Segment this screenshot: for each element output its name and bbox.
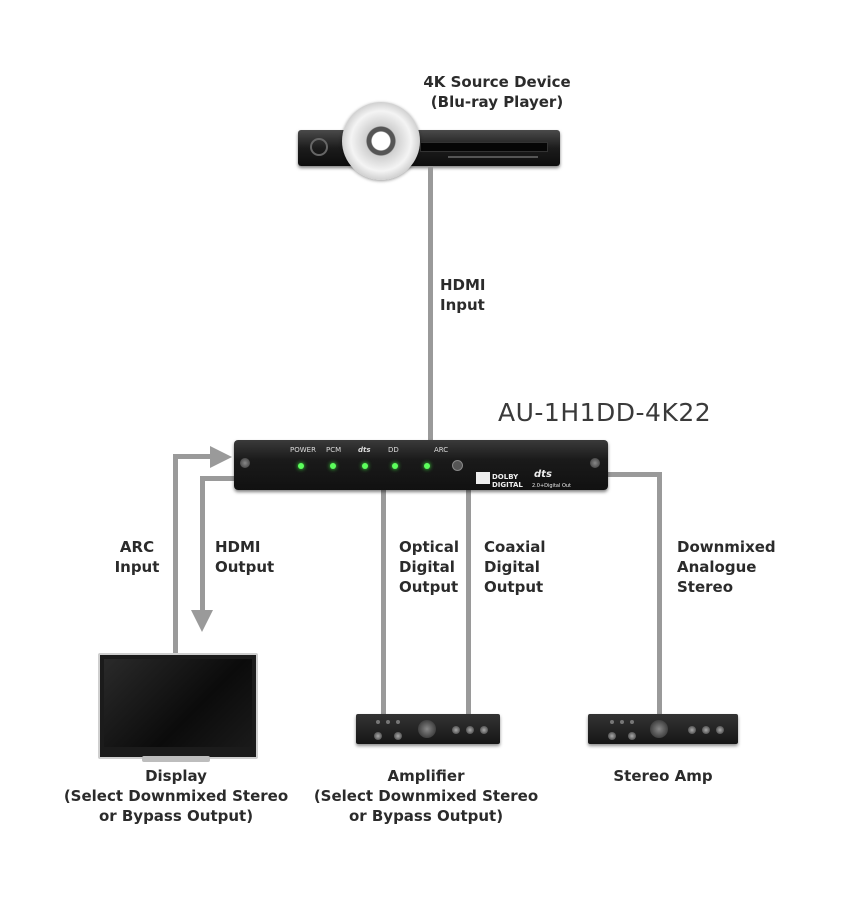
disc-icon — [342, 102, 420, 180]
dolby-logo-text2: DIGITAL — [492, 481, 523, 489]
amplifier-line1: Amplifier — [387, 767, 465, 785]
coaxial-line1: Coaxial — [484, 538, 546, 556]
display-icon — [98, 653, 258, 759]
display-line2: (Select Downmixed Stereo — [63, 787, 289, 805]
pcm-led-icon — [330, 463, 336, 469]
hdmi-input-wire — [428, 166, 433, 442]
led-label-dts: dts — [358, 446, 371, 454]
hdmi-output-arrow-icon — [191, 610, 213, 632]
led-label-power: POWER — [290, 446, 316, 454]
dts-led-icon — [362, 463, 368, 469]
analogue-line2: Analogue — [677, 558, 757, 576]
optical-line1: Optical — [399, 538, 459, 556]
source-title: 4K Source Device — [423, 73, 571, 91]
led-label-pcm: PCM — [326, 446, 342, 454]
hdmi-output-line2: Output — [215, 558, 275, 576]
screw-icon — [240, 458, 250, 468]
display-line3: or Bypass Output) — [98, 807, 254, 825]
arc-input-line2: Input — [114, 558, 160, 576]
source-subtitle: (Blu-ray Player) — [430, 93, 564, 111]
dd-led-icon — [392, 463, 398, 469]
stereo-amp-label: Stereo Amp — [613, 767, 713, 785]
dts-logo-text: dts — [534, 469, 552, 480]
led-label-arc: ARC — [434, 446, 449, 454]
coaxial-line2: Digital — [484, 558, 540, 576]
hdmi-input-line2: Input — [440, 296, 485, 314]
led-label-dd: DD — [388, 446, 399, 454]
model-name: AU-1H1DD-4K22 — [498, 398, 712, 427]
arc-input-line1: ARC — [119, 538, 155, 556]
amplifier-line3: or Bypass Output) — [348, 807, 504, 825]
optical-wire — [381, 488, 386, 716]
hdmi-output-line1: HDMI — [215, 538, 261, 556]
arc-input-wire — [173, 454, 178, 654]
power-led-icon — [298, 463, 304, 469]
amplifier-icon — [356, 714, 500, 744]
arc-led-icon — [424, 463, 430, 469]
stereo-amp-icon — [588, 714, 738, 744]
coaxial-wire — [466, 488, 471, 716]
analogue-line3: Stereo — [677, 578, 734, 596]
screw-icon — [590, 458, 600, 468]
converter-device: POWER PCM dts DD ARC DOLBY DIGITAL dts 2… — [234, 440, 608, 490]
hdmi-input-line1: HDMI — [440, 276, 486, 294]
amplifier-line2: (Select Downmixed Stereo — [313, 787, 539, 805]
dts-logo-sub: 2.0+Digital Out — [532, 483, 572, 489]
dolby-logo-text1: DOLBY — [492, 473, 519, 481]
display-stand-icon — [142, 756, 210, 762]
bluray-player-icon — [298, 130, 560, 166]
analogue-wire — [600, 472, 662, 477]
optical-line3: Output — [399, 578, 459, 596]
coaxial-line3: Output — [484, 578, 544, 596]
dolby-logo-icon — [476, 472, 490, 484]
hdmi-output-wire — [200, 476, 236, 481]
analogue-line1: Downmixed — [677, 538, 776, 556]
arc-arrow-icon — [210, 446, 232, 468]
display-line1: Display — [145, 767, 207, 785]
optical-line2: Digital — [399, 558, 455, 576]
arc-button[interactable] — [452, 460, 463, 471]
